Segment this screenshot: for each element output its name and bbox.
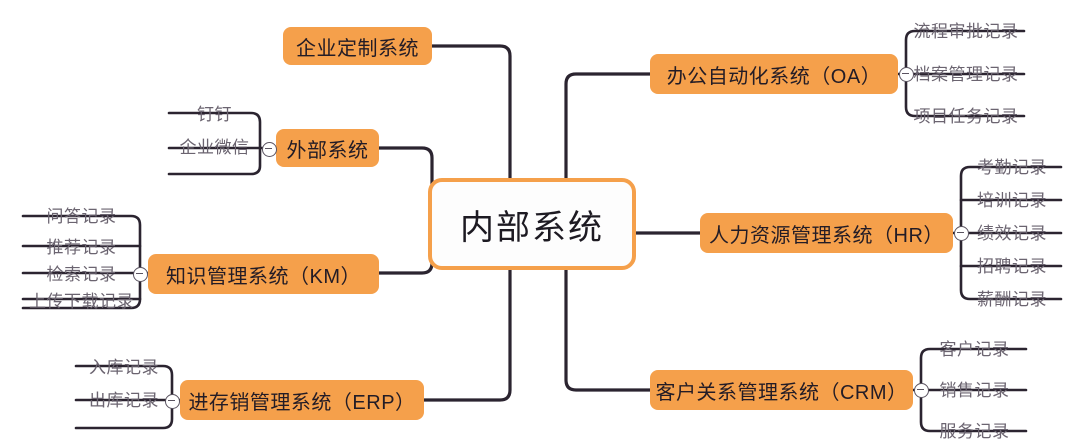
leaf-knowledge-management-3[interactable]: 上传下载记录 <box>23 285 140 313</box>
leaf-crm-2[interactable]: 服务记录 <box>923 415 1026 439</box>
leaf-label: 问答记录 <box>46 206 117 226</box>
leaf-oa-1[interactable]: 档案管理记录 <box>908 58 1024 86</box>
leaf-label: 上传下载记录 <box>29 291 134 311</box>
leaf-external-system-0[interactable]: 钉钉 <box>169 98 260 126</box>
branch-label-knowledge-management: 知识管理系统（KM） <box>166 265 361 288</box>
branch-node-external-system[interactable]: 外部系统 <box>276 129 379 167</box>
branch-node-knowledge-management[interactable]: 知识管理系统（KM） <box>148 254 379 294</box>
leaf-label: 企业微信 <box>179 137 250 157</box>
leaf-oa-2[interactable]: 项目任务记录 <box>908 100 1024 128</box>
central-node-label: 内部系统 <box>460 208 604 247</box>
leaf-label: 服务记录 <box>939 421 1010 439</box>
leaf-knowledge-management-2[interactable]: 检索记录 <box>23 258 140 286</box>
leaf-label: 招聘记录 <box>977 256 1047 276</box>
leaf-label: 出库记录 <box>89 390 159 410</box>
collapse-toggle-oa[interactable] <box>899 67 914 82</box>
collapse-toggle-crm[interactable] <box>914 383 929 398</box>
leaf-label: 钉钉 <box>197 104 232 124</box>
branch-label-enterprise-custom: 企业定制系统 <box>296 37 419 60</box>
leaf-label: 薪酬记录 <box>977 289 1047 309</box>
leaf-hr-3[interactable]: 招聘记录 <box>963 250 1061 278</box>
leaf-label: 检索记录 <box>46 264 117 284</box>
leaf-crm-0[interactable]: 客户记录 <box>923 333 1026 361</box>
leaf-knowledge-management-0[interactable]: 问答记录 <box>23 200 140 228</box>
leaf-crm-1[interactable]: 销售记录 <box>923 374 1026 402</box>
leaf-hr-1[interactable]: 培训记录 <box>963 184 1061 212</box>
central-node[interactable]: 内部系统 <box>428 178 636 270</box>
collapse-toggle-external-system[interactable] <box>262 142 277 157</box>
branch-node-oa[interactable]: 办公自动化系统（OA） <box>650 54 898 94</box>
leaf-label: 考勤记录 <box>977 157 1047 177</box>
branch-label-crm: 客户关系管理系统（CRM） <box>655 381 908 404</box>
branch-node-erp[interactable]: 进存销管理系统（ERP） <box>180 380 424 420</box>
collapse-toggle-erp[interactable] <box>165 394 180 409</box>
leaf-label: 客户记录 <box>939 339 1010 359</box>
leaf-hr-2[interactable]: 绩效记录 <box>963 217 1061 245</box>
leaf-label: 绩效记录 <box>977 223 1047 243</box>
leaf-label: 项目任务记录 <box>913 106 1019 126</box>
leaf-label: 档案管理记录 <box>913 64 1019 84</box>
leaf-oa-0[interactable]: 流程审批记录 <box>908 15 1024 43</box>
leaf-hr-4[interactable]: 薪酬记录 <box>963 283 1061 311</box>
branch-node-hr[interactable]: 人力资源管理系统（HR） <box>700 213 953 253</box>
leaf-erp-1[interactable]: 出库记录 <box>76 384 172 412</box>
leaf-label: 入库记录 <box>89 357 159 377</box>
leaf-erp-0[interactable]: 入库记录 <box>76 351 172 379</box>
leaf-label: 销售记录 <box>939 380 1010 400</box>
collapse-toggle-knowledge-management[interactable] <box>133 267 148 282</box>
branch-label-oa: 办公自动化系统（OA） <box>666 65 882 88</box>
leaf-hr-0[interactable]: 考勤记录 <box>963 151 1061 179</box>
leaf-label: 培训记录 <box>977 190 1047 210</box>
branch-node-crm[interactable]: 客户关系管理系统（CRM） <box>650 370 913 410</box>
leaf-external-system-1[interactable]: 企业微信 <box>169 131 260 159</box>
collapse-toggle-hr[interactable] <box>954 226 969 241</box>
leaf-label: 流程审批记录 <box>913 21 1019 41</box>
leaf-knowledge-management-1[interactable]: 推荐记录 <box>23 231 140 259</box>
leaf-label: 推荐记录 <box>46 237 117 257</box>
branch-label-erp: 进存销管理系统（ERP） <box>188 391 416 414</box>
branch-node-enterprise-custom[interactable]: 企业定制系统 <box>283 27 432 65</box>
branch-label-external-system: 外部系统 <box>286 139 369 162</box>
branch-label-hr: 人力资源管理系统（HR） <box>709 224 944 247</box>
